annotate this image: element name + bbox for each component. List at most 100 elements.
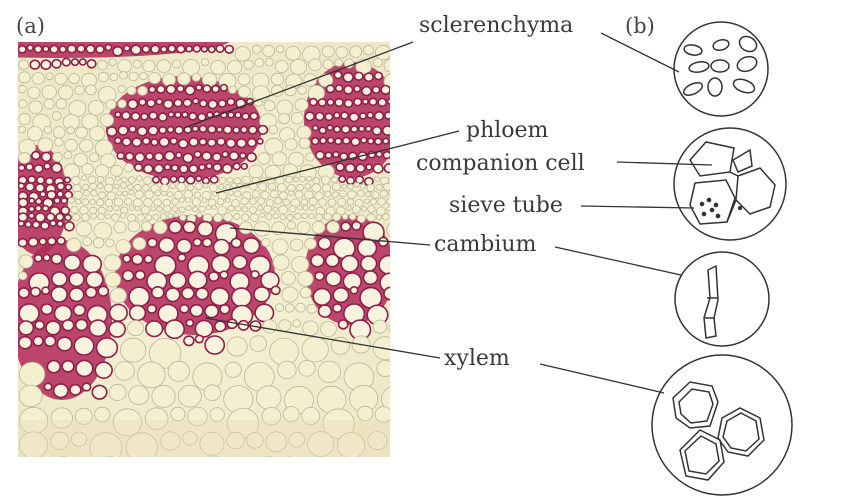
- cell: [171, 198, 179, 206]
- cell: [326, 136, 335, 145]
- cell: [18, 182, 26, 190]
- cell: [278, 205, 288, 215]
- cell: [90, 189, 98, 197]
- xylem-leader: [204, 317, 441, 359]
- cell: [285, 175, 294, 183]
- cell: [18, 59, 30, 71]
- cell: [314, 213, 324, 222]
- cell: [223, 212, 233, 222]
- cell: [242, 237, 261, 255]
- cell: [232, 126, 241, 135]
- cell: [141, 136, 151, 146]
- cell: [207, 124, 217, 134]
- cell: [227, 190, 234, 196]
- cell: [248, 164, 264, 179]
- cell: [128, 385, 150, 406]
- cell: [52, 383, 69, 399]
- cell: [261, 237, 271, 247]
- cell: [96, 198, 105, 207]
- cell: [284, 138, 298, 151]
- cell: [128, 125, 137, 134]
- cell: [73, 152, 89, 167]
- cell: [250, 269, 260, 279]
- cell: [230, 237, 243, 249]
- cell: [74, 458, 96, 478]
- cell: [121, 110, 131, 121]
- cell: [289, 58, 307, 76]
- cell: [185, 318, 195, 328]
- cell: [386, 222, 390, 237]
- cell: [177, 175, 186, 184]
- cell: [211, 191, 218, 197]
- cell: [117, 85, 126, 94]
- cell: [140, 221, 152, 232]
- cell: [68, 271, 85, 288]
- cell: [383, 286, 390, 301]
- cell: [194, 182, 203, 191]
- cell: [326, 98, 335, 107]
- cell: [262, 319, 278, 334]
- cell: [94, 361, 113, 380]
- cell: [231, 254, 248, 270]
- cell: [263, 205, 272, 214]
- cell: [98, 71, 109, 83]
- cell: [366, 183, 376, 192]
- cell: [357, 405, 374, 421]
- cell: [341, 136, 351, 145]
- cell: [347, 190, 357, 200]
- cambium-right-leader: [554, 246, 682, 276]
- cell: [240, 162, 249, 170]
- cell: [49, 219, 57, 227]
- cell: [128, 71, 139, 82]
- cell: [216, 126, 224, 134]
- cell: [122, 254, 132, 264]
- cell: [243, 59, 254, 70]
- cell: [380, 84, 390, 95]
- cell: [296, 220, 311, 234]
- cell: [25, 162, 34, 172]
- cambium-drawing: [674, 251, 770, 347]
- cell: [238, 221, 253, 235]
- cell: [331, 191, 339, 199]
- cell: [81, 213, 90, 222]
- cell: [278, 113, 290, 125]
- cell: [221, 163, 233, 174]
- cell: [18, 84, 27, 94]
- cell: [353, 97, 363, 107]
- cell: [176, 44, 186, 54]
- cell: [86, 58, 97, 69]
- cell: [233, 190, 242, 198]
- cell: [339, 152, 349, 161]
- cell: [143, 176, 152, 185]
- cell: [196, 220, 214, 237]
- cell: [153, 220, 168, 235]
- cell: [317, 360, 342, 383]
- cell: [241, 213, 250, 222]
- cell: [305, 152, 315, 162]
- cell: [89, 198, 96, 205]
- cell: [162, 99, 174, 110]
- cell: [278, 319, 292, 332]
- cell: [371, 191, 380, 199]
- cell: [154, 189, 162, 197]
- cell: [68, 73, 80, 85]
- cell: [312, 287, 332, 307]
- micrograph: [18, 42, 400, 478]
- cell: [18, 254, 34, 269]
- cell: [310, 253, 325, 268]
- cell: [142, 59, 156, 73]
- cell: [222, 124, 233, 135]
- cell: [39, 190, 47, 198]
- cell: [106, 126, 118, 138]
- cell: [113, 220, 127, 234]
- cell: [50, 285, 69, 303]
- cell: [392, 85, 400, 93]
- cell: [208, 271, 220, 282]
- cell: [334, 137, 343, 146]
- cell: [32, 335, 44, 347]
- cell: [311, 220, 326, 234]
- cell: [285, 46, 301, 61]
- cell: [75, 198, 82, 205]
- cell: [205, 162, 213, 170]
- cell: [333, 125, 342, 134]
